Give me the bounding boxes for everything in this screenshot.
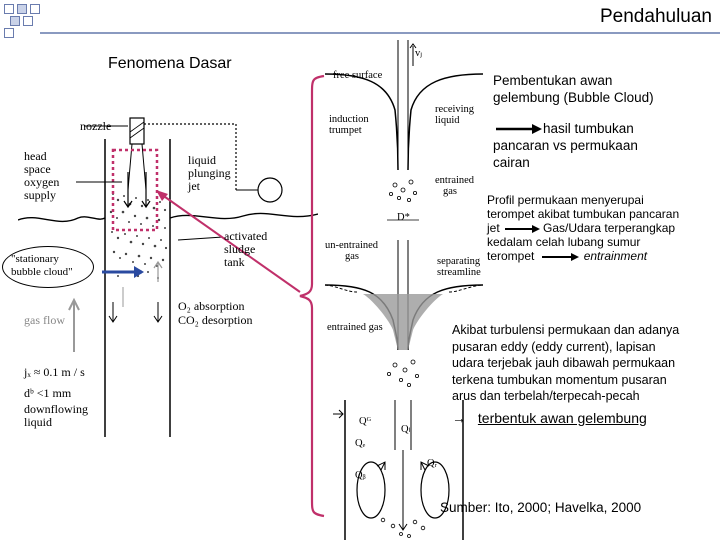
plunging-jet-label: liquid — [188, 153, 217, 167]
arrow-right-icon — [505, 224, 541, 233]
free-surface-label: free surface — [333, 70, 383, 81]
text-akibat: Akibat turbulensi permukaan dan adanya p… — [452, 323, 680, 403]
q-l-label: Qₗ — [401, 424, 411, 435]
entrained-gas-mid-label: entrained gas — [327, 322, 383, 333]
text-terbentuk: → terbentuk awan gelembung — [452, 410, 647, 426]
var-vj-label: vⱼ — [415, 48, 423, 59]
entrained-gas-label: entrained — [435, 175, 475, 186]
q-b-label: Qᵦ — [355, 470, 366, 481]
var-dstar-label: D* — [397, 212, 410, 223]
title-divider — [40, 32, 720, 34]
activated-sludge-label: activated — [224, 229, 268, 243]
arrow-right-icon — [496, 124, 542, 134]
gas-flow-label: gas flow — [24, 313, 65, 327]
o2-absorption-label: O₂ absorption — [178, 299, 245, 313]
jf-label: jₓ ≈ 0.1 m / s — [24, 365, 85, 379]
page-title: Pendahuluan — [600, 6, 712, 27]
trumpet-figure: free surface vⱼ induction trumpet receiv… — [323, 30, 485, 540]
text-profil: Profil permukaan menyerupai terompet aki… — [487, 193, 680, 263]
un-entrained-gas-label: un-entrained — [325, 240, 379, 251]
arrow-right-icon — [541, 252, 579, 261]
db-label: dᵇ <1 mm — [24, 386, 72, 400]
downflowing-label: downflowing — [24, 402, 88, 416]
induction-trumpet-label: induction — [329, 114, 369, 125]
head-space-label: head — [24, 149, 47, 163]
text-hasil: hasil tumbukan pancaran vs permukaan cai… — [493, 121, 638, 170]
co2-desorption-label: CO₂ desorption — [178, 313, 253, 327]
q-e-label: Qₑ — [355, 438, 366, 449]
text-pembentukan: Pembentukan awan gelembung (Bubble Cloud… — [493, 73, 654, 105]
q-g-label: Qᴳ — [359, 416, 372, 427]
receiving-liquid-label: receiving — [435, 104, 475, 115]
separating-streamline-label: separating — [437, 256, 481, 267]
arrow-right-icon: → — [452, 410, 466, 426]
section-subtitle: Fenomena Dasar — [108, 55, 232, 72]
source-citation: Sumber: Ito, 2000; Havelka, 2000 — [440, 500, 642, 515]
stationary-bubble-cloud-oval: "stationary bubble cloud" — [2, 246, 94, 288]
q-r-label: Qᵣ — [427, 458, 437, 469]
plunging-jet-figure: nozzle head space oxygen supply liquid p… — [18, 112, 318, 437]
curly-bracket — [299, 74, 325, 518]
nozzle-label: nozzle — [80, 119, 112, 133]
